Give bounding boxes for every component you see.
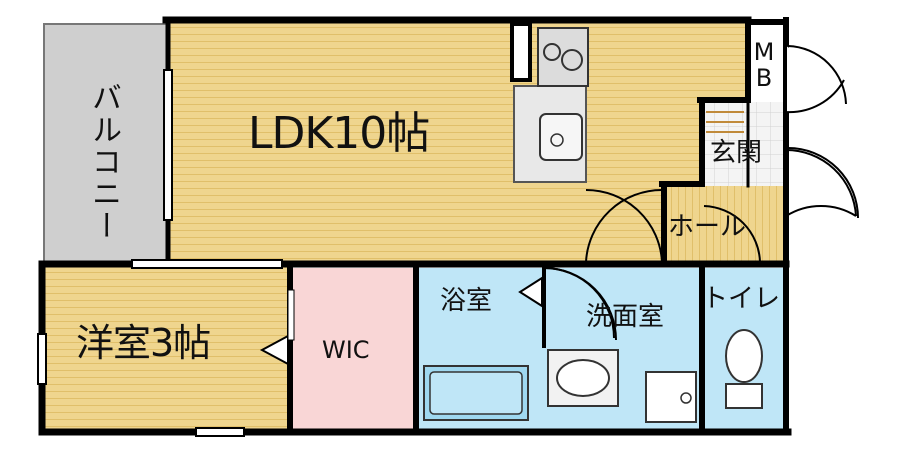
sink [539, 113, 583, 161]
room-label-washroom: 洗面室 [586, 302, 665, 332]
entrance-door[interactable] [787, 147, 859, 219]
room-label-western: 洋室3帖 [76, 321, 211, 365]
western-door-indicator [259, 334, 289, 366]
mb-door[interactable] [787, 45, 847, 105]
wic-floor [292, 268, 414, 430]
room-label-hall: ホール [668, 212, 747, 242]
hall-floor [664, 186, 784, 264]
room-label-balcony: バルコニー [86, 82, 121, 242]
toilet-bowl [725, 329, 763, 383]
room-label-wic: WIC [322, 336, 370, 364]
refrigerator-space [510, 22, 532, 82]
room-label-entrance: 玄関 [710, 138, 763, 168]
ldk-door[interactable] [585, 188, 663, 263]
washing-machine-pan [645, 371, 697, 423]
burner-icon [543, 43, 561, 61]
balcony-area [43, 23, 169, 265]
windows [37, 69, 283, 437]
wic-door[interactable] [287, 289, 295, 341]
entrance-steps [706, 111, 744, 133]
drain-icon [550, 133, 564, 147]
toilet-tank [725, 383, 763, 409]
drain-icon [680, 392, 692, 404]
room-label-bath: 浴室 [440, 286, 493, 316]
mb-closet [748, 22, 784, 98]
washroom-door[interactable] [543, 267, 615, 339]
bathtub-inner [429, 371, 523, 415]
bath-door-indicator [518, 276, 543, 308]
burner-icon [561, 49, 583, 71]
basin-bowl [556, 359, 610, 397]
ldk-floor [170, 22, 746, 262]
mb-label-m: M [753, 38, 775, 66]
entrance-floor [704, 102, 784, 186]
room-label-ldk: LDK10帖 [248, 108, 430, 159]
western-room-floor [44, 266, 288, 431]
room-label-toilet: トイレ [702, 284, 781, 314]
mb-label-b: B [755, 64, 773, 92]
